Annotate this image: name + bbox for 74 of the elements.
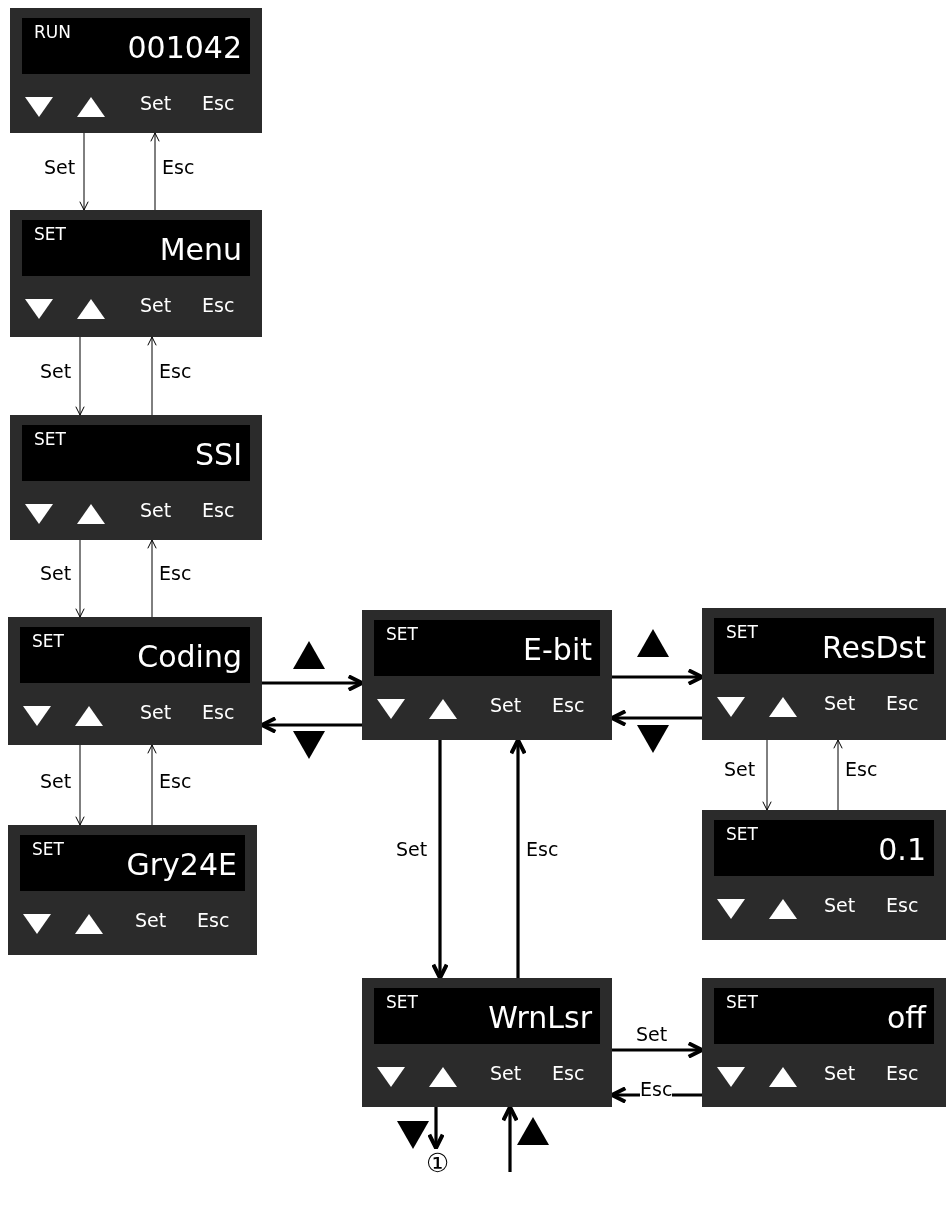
- arrow: [833, 739, 843, 811]
- display-value: Menu: [159, 232, 242, 268]
- display-panel: [702, 810, 946, 940]
- mode-label: SET: [726, 824, 758, 844]
- display-value: ResDst: [821, 630, 926, 666]
- key-label: Esc: [202, 499, 235, 521]
- up-arrow-icon: [516, 1116, 550, 1146]
- arrow: [431, 740, 449, 980]
- arrow: [427, 1107, 445, 1150]
- arrow: [75, 539, 85, 618]
- arrow: [150, 132, 160, 211]
- key-label: Set: [140, 294, 172, 316]
- display-panel: [362, 610, 612, 740]
- key-label: Esc: [552, 1062, 585, 1084]
- arrow: [612, 1041, 704, 1059]
- key-label: Set: [140, 92, 172, 114]
- display-panel: [10, 415, 262, 540]
- mode-label: SET: [386, 992, 418, 1012]
- key-label: Esc: [202, 92, 235, 114]
- arrow: [762, 739, 772, 811]
- key-label: Esc: [886, 692, 919, 714]
- key-label: Esc: [197, 909, 230, 931]
- up-arrow-icon: [636, 628, 670, 658]
- key-label: Set: [824, 1062, 856, 1084]
- display-value: E-bit: [523, 632, 592, 668]
- mode-label: RUN: [34, 22, 71, 42]
- arrow: [262, 674, 364, 692]
- display-panel: [10, 210, 262, 337]
- key-label: Esc: [202, 294, 235, 316]
- arrow: [75, 336, 85, 416]
- display-panel: [362, 978, 612, 1107]
- mode-label: SET: [386, 624, 418, 644]
- mode-label: SET: [34, 224, 66, 244]
- key-label: Set: [135, 909, 167, 931]
- display-panel: [702, 608, 946, 740]
- down-arrow-icon: [292, 730, 326, 760]
- key-label: Set: [140, 701, 172, 723]
- display-value: 001042: [127, 30, 242, 66]
- mode-label: SET: [34, 429, 66, 449]
- key-label: Set: [824, 894, 856, 916]
- display-panel: [8, 617, 262, 745]
- arrow: [147, 744, 157, 826]
- display-panel: [8, 825, 257, 955]
- arrow: [501, 1105, 519, 1172]
- key-label: Set: [824, 692, 856, 714]
- mode-label: SET: [726, 992, 758, 1012]
- key-label: Set: [490, 694, 522, 716]
- display-value: WrnLsr: [488, 1000, 592, 1036]
- mode-label: SET: [32, 631, 64, 651]
- arrow: [509, 738, 527, 978]
- arrow: [612, 668, 704, 686]
- down-arrow-icon: [396, 1120, 430, 1150]
- display-panel: [10, 8, 262, 133]
- key-label: Esc: [552, 694, 585, 716]
- key-label: Set: [490, 1062, 522, 1084]
- arrow: [147, 539, 157, 618]
- key-label: Esc: [886, 1062, 919, 1084]
- down-arrow-icon: [636, 724, 670, 754]
- mode-label: SET: [32, 839, 64, 859]
- display-panel: [702, 978, 946, 1107]
- display-value: 0.1: [878, 832, 926, 868]
- arrow: [75, 744, 85, 826]
- arrow: [147, 336, 157, 416]
- display-value: SSI: [195, 437, 242, 473]
- display-value: Gry24E: [126, 847, 237, 883]
- mode-label: SET: [726, 622, 758, 642]
- display-value: Coding: [137, 639, 242, 675]
- display-value: off: [886, 1000, 926, 1036]
- key-label: Esc: [202, 701, 235, 723]
- up-arrow-icon: [292, 640, 326, 670]
- reference-mark: ①: [426, 1148, 460, 1180]
- key-label: Set: [140, 499, 172, 521]
- arrow: [79, 132, 89, 211]
- key-label: Esc: [886, 894, 919, 916]
